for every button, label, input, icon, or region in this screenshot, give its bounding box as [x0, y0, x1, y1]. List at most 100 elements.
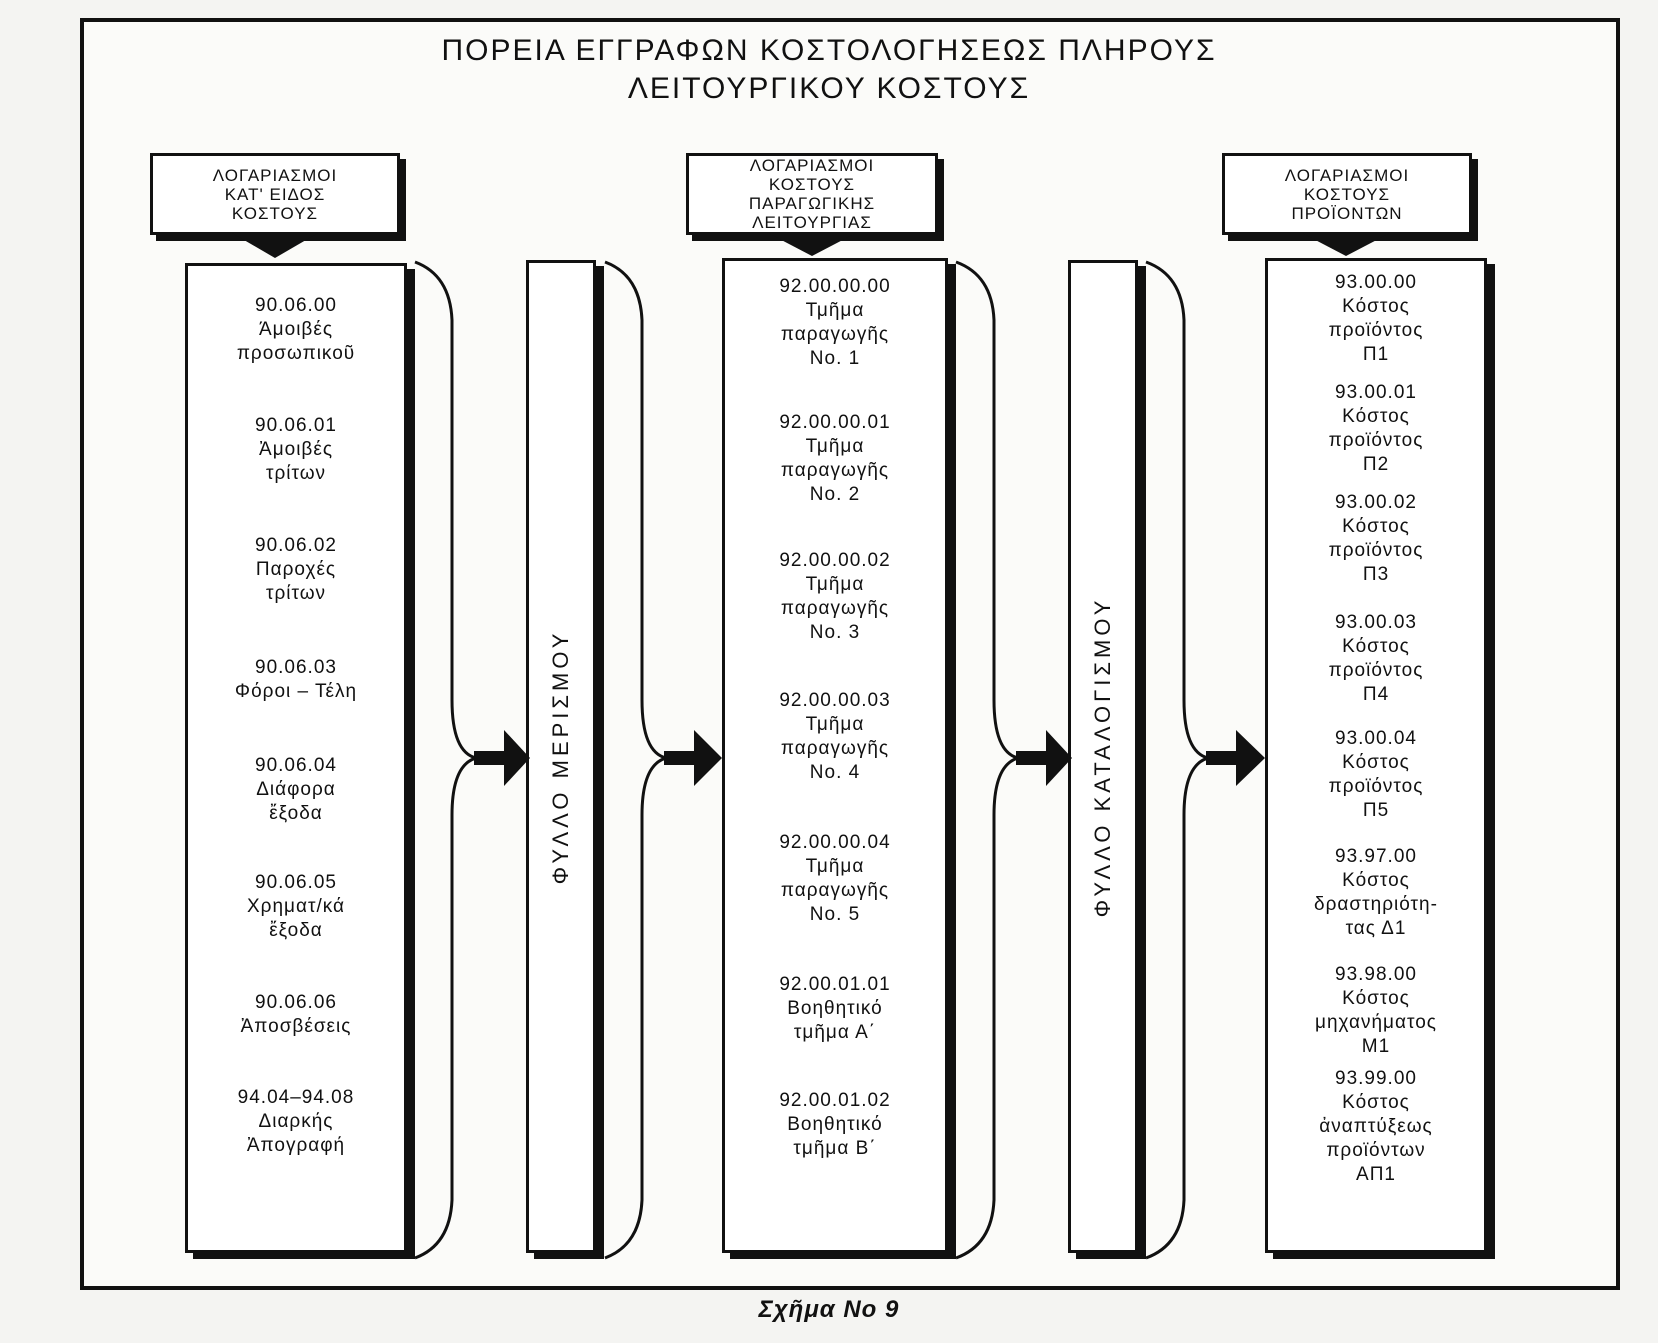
account-label: Παροχές	[255, 559, 337, 580]
account-label: Π3	[1362, 564, 1390, 585]
account-code: 90.06.06	[255, 992, 337, 1013]
account-code: 92.00.00.04	[779, 832, 891, 853]
account-label: μηχανήματος	[1315, 1012, 1437, 1033]
brace-1	[414, 260, 482, 1260]
account-code: 93.00.03	[1335, 612, 1417, 633]
header-line: ΛΟΓΑΡΙΑΣΜΟΙ	[1284, 165, 1410, 185]
arrow-to-product-column	[1206, 730, 1265, 786]
account-code: 94.04–94.08	[237, 1087, 355, 1108]
account-label: Κόστος	[1342, 636, 1410, 657]
account-code: 92.00.01.01	[779, 974, 891, 995]
account-label: Π5	[1362, 800, 1390, 821]
header-line: ΛΟΓΑΡΙΑΣΜΟΙ	[749, 156, 875, 175]
account-label: Διαρκής	[258, 1111, 334, 1132]
account-label: No. 4	[809, 762, 861, 783]
account-code: 93.98.00	[1335, 964, 1417, 985]
account-label: προϊόντος	[1328, 776, 1424, 797]
account-label: Π2	[1362, 454, 1390, 475]
account-code: 90.06.00	[255, 295, 337, 316]
account-code: 93.00.04	[1335, 728, 1417, 749]
brace-3	[955, 260, 1024, 1260]
account-label: Π1	[1362, 344, 1390, 365]
account-code: 93.99.00	[1335, 1068, 1417, 1089]
account-code: 92.00.00.01	[779, 412, 891, 433]
account-label: Διάφορα	[256, 779, 336, 800]
account-label: προσωπικοῦ	[236, 343, 356, 364]
brace-2	[604, 260, 672, 1260]
account-label: Κόστος	[1342, 752, 1410, 773]
account-label: τμῆμα Β΄	[793, 1138, 877, 1159]
account-label: παραγωγῆς	[780, 324, 890, 345]
account-code: 93.00.00	[1335, 272, 1417, 293]
account-label: Ἀμοιβές	[259, 439, 333, 460]
account-label: Ἀποσβέσεις	[240, 1016, 352, 1037]
account-code: 93.00.01	[1335, 382, 1417, 403]
account-label: Τμῆμα	[805, 856, 865, 877]
account-label: παραγωγῆς	[780, 460, 890, 481]
header-line: ΚΟΣΤΟΥΣ	[1303, 184, 1391, 204]
header-line: ΛΟΓΑΡΙΑΣΜΟΙ	[212, 165, 338, 185]
account-label: Κόστος	[1342, 406, 1410, 427]
arrow-to-allocation-sheet	[474, 730, 530, 786]
account-code: 92.00.00.02	[779, 550, 891, 571]
account-label: τρίτων	[265, 463, 327, 484]
header-line: ΠΑΡΑΓΩΓΙΚΗΣ	[748, 194, 876, 213]
account-label: No. 1	[809, 348, 861, 369]
account-code: 93.00.02	[1335, 492, 1417, 513]
account-label: τας Δ1	[1345, 918, 1407, 939]
account-code: 92.00.00.00	[779, 276, 891, 297]
account-code: 92.00.01.02	[779, 1090, 891, 1111]
account-label: Κόστος	[1342, 1092, 1410, 1113]
arrow-to-costing-sheet	[1016, 730, 1072, 786]
header-line: ΚΑΤ' ΕΙΔΟΣ	[224, 184, 326, 204]
account-label: ἀναπτύξεως	[1319, 1116, 1433, 1137]
account-label: Βοηθητικό	[787, 998, 883, 1019]
header-pointer-3	[1302, 233, 1390, 256]
account-label: Κόστος	[1342, 988, 1410, 1009]
account-label: Κόστος	[1342, 870, 1410, 891]
account-label: Χρηματ/κά	[246, 896, 346, 917]
account-label: παραγωγῆς	[780, 880, 890, 901]
account-label: τμῆμα Α΄	[793, 1022, 877, 1043]
account-label: ἔξοδα	[269, 803, 323, 824]
account-label: παραγωγῆς	[780, 598, 890, 619]
account-label: παραγωγῆς	[780, 738, 890, 759]
header-pointer-1	[232, 233, 318, 258]
account-label: προϊόντων	[1326, 1140, 1426, 1161]
account-label: Ἀπογραφή	[246, 1135, 346, 1156]
account-label: Μ1	[1361, 1036, 1391, 1057]
account-label: προϊόντος	[1328, 430, 1424, 451]
account-label: Κόστος	[1342, 296, 1410, 317]
header-line: ΚΟΣΤΟΥΣ	[768, 175, 856, 194]
account-code: 90.06.03	[255, 657, 337, 678]
account-code: 92.00.00.03	[779, 690, 891, 711]
account-code: 90.06.05	[255, 872, 337, 893]
account-label: No. 5	[809, 904, 861, 925]
account-label: δραστηριότη-	[1314, 894, 1438, 915]
account-label: ΑΠ1	[1356, 1164, 1396, 1185]
